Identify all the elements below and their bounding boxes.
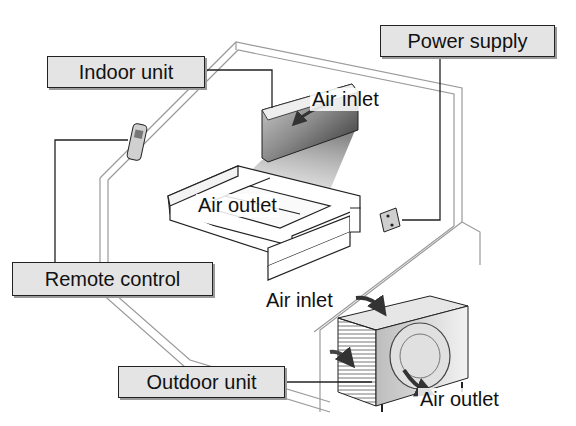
airflow-label: Air inlet bbox=[310, 88, 381, 111]
room-outline bbox=[100, 42, 480, 412]
airflow-label: Air inlet bbox=[264, 289, 335, 312]
remote-control-label: Remote control bbox=[12, 262, 213, 296]
indoor-unit-label: Indoor unit bbox=[47, 56, 205, 88]
power-outlet bbox=[380, 208, 400, 232]
part-name: Outdoor unit bbox=[146, 370, 256, 394]
airflow-label: Air outlet bbox=[418, 388, 501, 411]
power-supply-label: Power supply bbox=[380, 25, 555, 57]
part-name: Indoor unit bbox=[79, 60, 174, 84]
airflow-label: Air outlet bbox=[196, 194, 279, 217]
remote-control bbox=[126, 123, 147, 161]
part-name: Power supply bbox=[407, 29, 527, 53]
part-name: Remote control bbox=[45, 267, 181, 291]
outdoor-unit-label: Outdoor unit bbox=[118, 366, 285, 398]
leader-lines bbox=[55, 57, 440, 382]
